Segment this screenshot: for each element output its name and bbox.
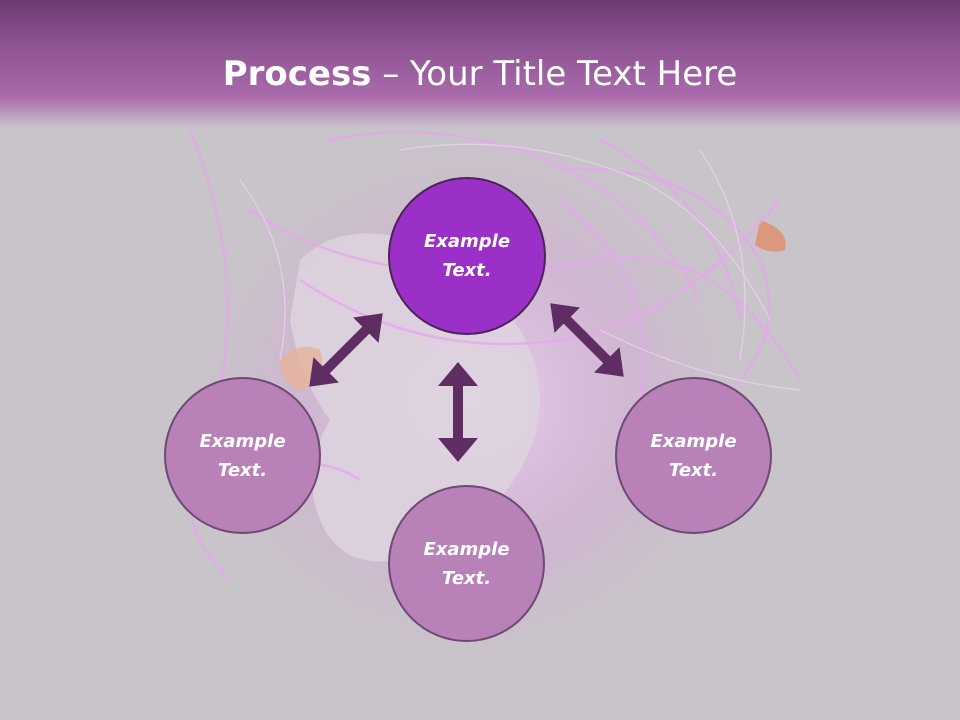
slide-title: Process – Your Title Text Here [0,50,960,98]
process-node-bottom[interactable]: Example Text. [388,485,545,642]
title-bar [0,0,960,128]
title-bold-text: Process [222,54,372,94]
process-node-top[interactable]: Example Text. [388,177,546,335]
node-top-label: Example Text. [423,231,511,281]
node-right-label: Example Text. [650,430,737,481]
process-node-right[interactable]: Example Text. [615,377,772,534]
title-regular-text: – Your Title Text Here [371,54,738,94]
process-node-left[interactable]: Example Text. [164,377,321,534]
node-bottom-label: Example Text. [423,538,510,589]
node-left-label: Example Text. [199,430,286,481]
